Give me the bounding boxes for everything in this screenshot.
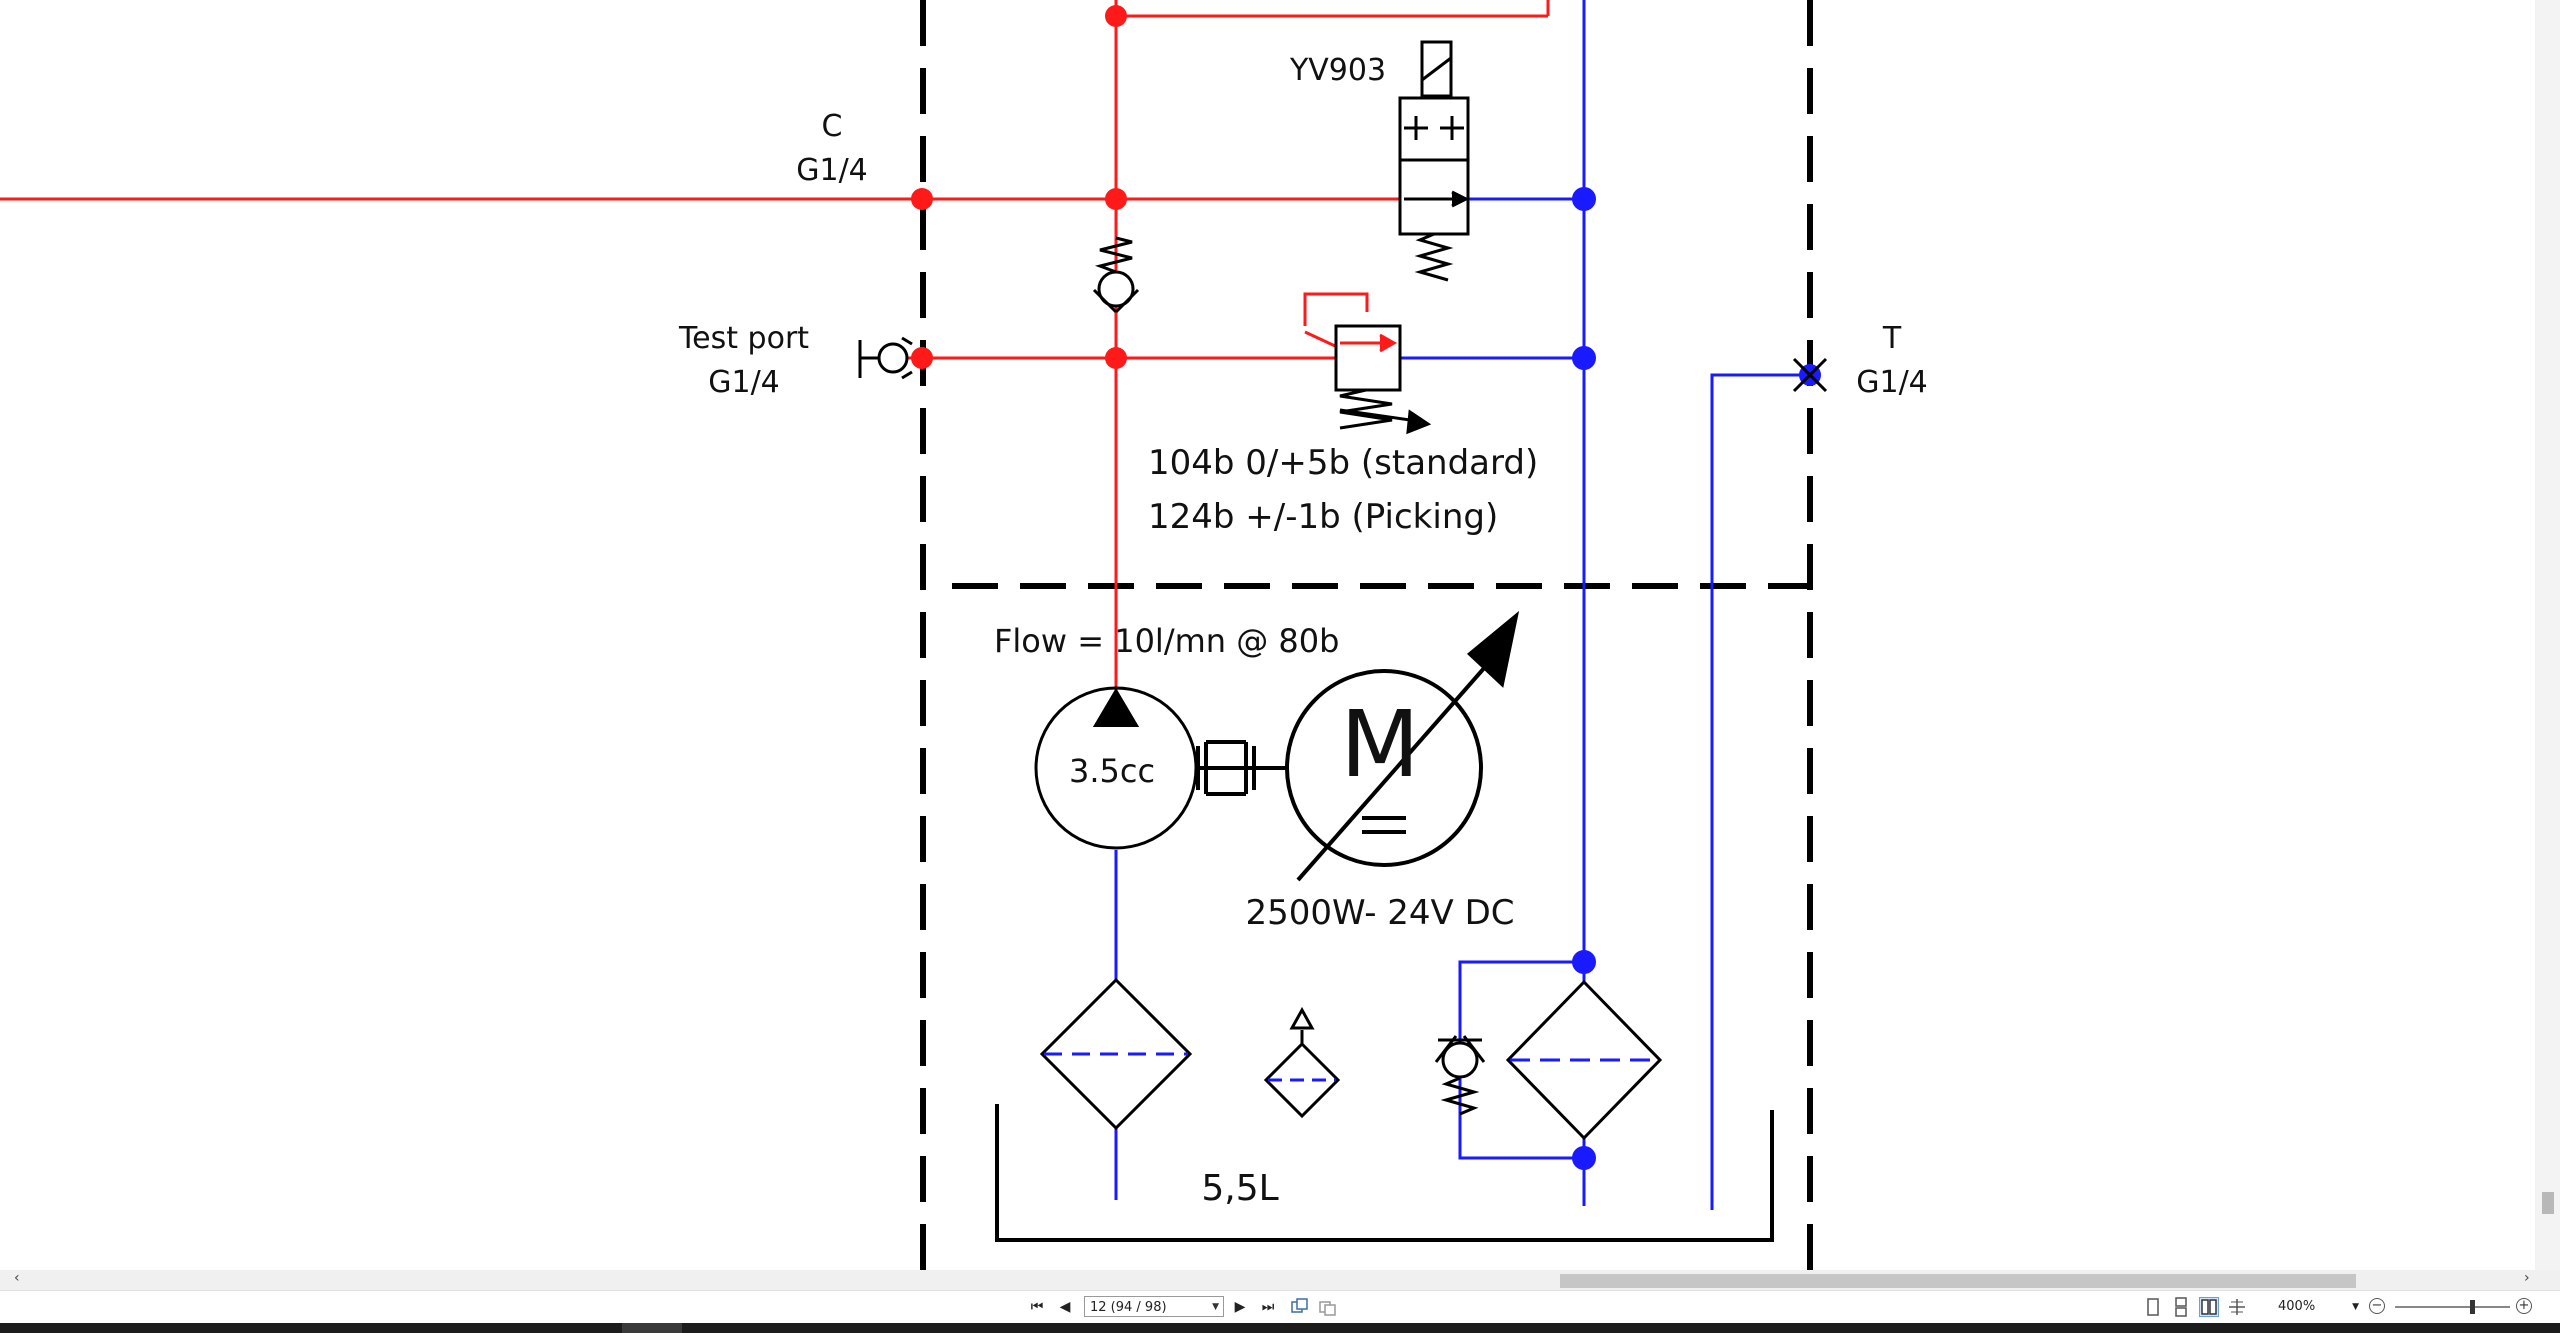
junction-dots bbox=[911, 5, 1821, 1170]
zoom-in-icon[interactable]: + bbox=[2516, 1298, 2532, 1314]
chevron-down-icon: ▼ bbox=[1212, 1302, 1219, 1312]
relief-valve bbox=[1334, 324, 1432, 435]
solenoid-valve-yv903 bbox=[1398, 40, 1470, 282]
split-view-icon[interactable] bbox=[2227, 1297, 2247, 1317]
test-port-name: Test port bbox=[678, 321, 809, 356]
horizontal-scrollbar[interactable]: ‹ › bbox=[0, 1270, 2560, 1290]
scroll-left-icon[interactable]: ‹ bbox=[14, 1270, 20, 1286]
zoom-level: 400% bbox=[2278, 1299, 2316, 1314]
motor-letter: M bbox=[1340, 691, 1419, 798]
zoom-out-icon[interactable]: − bbox=[2369, 1298, 2385, 1314]
boundary-dashed-lines bbox=[920, 0, 1813, 1270]
port-c-name: C bbox=[822, 109, 843, 144]
page-select[interactable]: 12 (94 / 98) ▼ bbox=[1084, 1296, 1224, 1317]
check-valve-pressure bbox=[1092, 236, 1140, 314]
motor-symbol bbox=[1285, 610, 1520, 882]
status-bar: ⏮ ◀ 12 (94 / 98) ▼ ▶ ⏭ 400% ▼ − + bbox=[0, 1290, 2560, 1324]
horizontal-scrollbar-thumb[interactable] bbox=[1560, 1274, 2356, 1288]
paste-page-icon[interactable] bbox=[1318, 1297, 1338, 1317]
valve-label: YV903 bbox=[1289, 53, 1386, 88]
pump-displacement: 3.5cc bbox=[1069, 752, 1155, 790]
continuous-view-icon[interactable] bbox=[2171, 1297, 2191, 1317]
bypass-check-valve bbox=[1434, 1035, 1486, 1116]
previous-page-icon[interactable]: ◀ bbox=[1059, 1299, 1071, 1315]
port-t-thread: G1/4 bbox=[1856, 365, 1928, 400]
test-port-fitting bbox=[858, 336, 913, 380]
chevron-down-icon: ▼ bbox=[2352, 1302, 2359, 1312]
port-t-name: T bbox=[1882, 321, 1902, 356]
coupling bbox=[1196, 740, 1286, 796]
scroll-right-icon[interactable]: › bbox=[2524, 1270, 2530, 1286]
vertical-scrollbar-thumb[interactable] bbox=[2542, 1192, 2554, 1214]
tank-outline bbox=[995, 1104, 1774, 1242]
relief-setting-standard: 104b 0/+5b (standard) bbox=[1148, 443, 1538, 483]
last-page-icon[interactable]: ⏭ bbox=[1261, 1299, 1275, 1315]
suction-filter bbox=[1039, 977, 1193, 1131]
return-filter bbox=[1505, 979, 1663, 1141]
motor-spec: 2500W- 24V DC bbox=[1245, 893, 1514, 933]
single-page-view-icon[interactable] bbox=[2143, 1297, 2163, 1317]
first-page-icon[interactable]: ⏮ bbox=[1030, 1299, 1044, 1315]
zoom-slider[interactable] bbox=[2395, 1306, 2510, 1308]
test-port-thread: G1/4 bbox=[708, 365, 780, 400]
vertical-scrollbar[interactable] bbox=[2535, 0, 2560, 1270]
flow-label: Flow = 10l/mn @ 80b bbox=[994, 622, 1339, 660]
relief-setting-picking: 124b +/-1b (Picking) bbox=[1148, 497, 1498, 537]
next-page-icon[interactable]: ▶ bbox=[1234, 1299, 1246, 1315]
diagram-labels: C G1/4 YV903 Test port G1/4 T G1/4 104b … bbox=[678, 53, 1928, 1209]
drawing-viewport[interactable]: C G1/4 YV903 Test port G1/4 T G1/4 104b … bbox=[0, 0, 2535, 1270]
copy-page-icon[interactable] bbox=[1290, 1297, 1310, 1317]
two-page-view-icon[interactable] bbox=[2199, 1297, 2219, 1317]
port-c-thread: G1/4 bbox=[796, 153, 868, 188]
zoom-slider-thumb[interactable] bbox=[2470, 1300, 2475, 1314]
zoom-select[interactable]: 400% ▼ bbox=[2278, 1297, 2363, 1317]
tank-volume: 5,5L bbox=[1201, 1168, 1278, 1209]
hydraulic-schematic: C G1/4 YV903 Test port G1/4 T G1/4 104b … bbox=[0, 0, 1928, 1270]
breather-filter bbox=[1263, 1006, 1341, 1119]
taskbar-highlight bbox=[622, 1323, 682, 1333]
taskbar-strip bbox=[0, 1323, 2560, 1333]
page-indicator: 12 (94 / 98) bbox=[1090, 1300, 1167, 1315]
port-t-marker bbox=[1792, 357, 1828, 393]
